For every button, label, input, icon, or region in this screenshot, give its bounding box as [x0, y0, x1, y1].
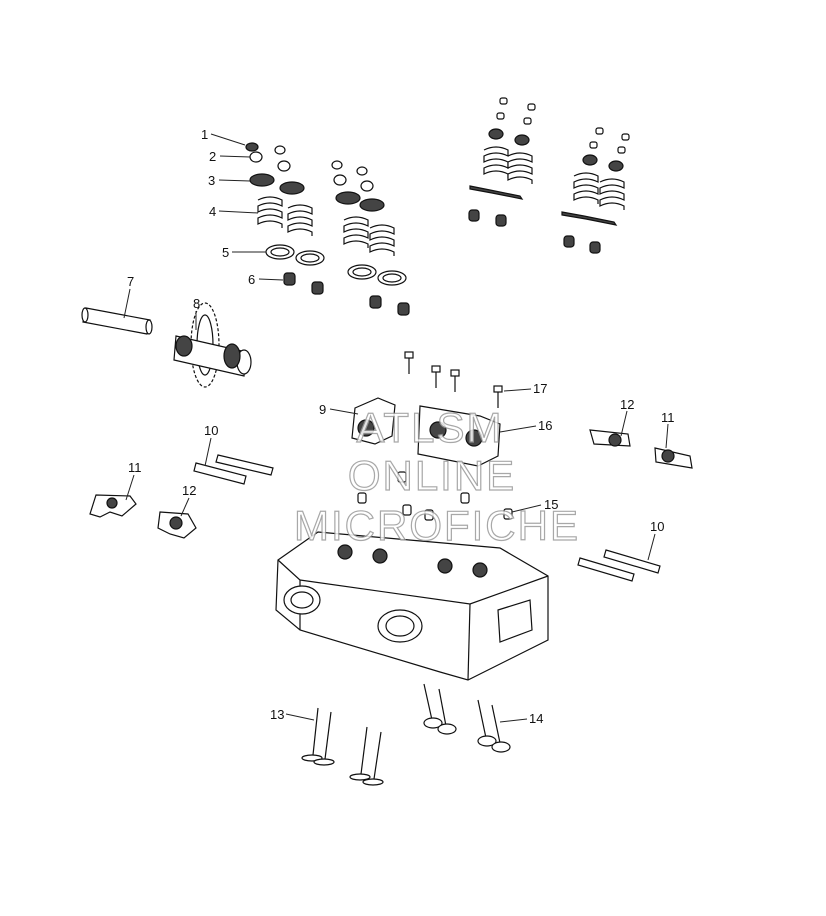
watermark-line-1: ATLSM — [357, 404, 504, 451]
callout-11-left: 11 — [128, 460, 142, 475]
rocker-arm-12-left — [157, 511, 197, 539]
cam-holder-left — [351, 397, 396, 445]
callout-15: 15 — [544, 497, 558, 512]
rocker-shaft-pair-left — [193, 454, 274, 485]
callout-9: 9 — [319, 402, 326, 417]
callout-13: 13 — [270, 707, 284, 722]
callout-3: 3 — [208, 173, 215, 188]
valve-keeper-group-left — [245, 142, 374, 192]
rocker-arm-11-left — [89, 494, 137, 518]
spring-seat-group-right — [469, 185, 618, 226]
cylinder-head — [275, 531, 549, 681]
valve-pair-14-right — [477, 699, 511, 753]
bolt-group — [404, 351, 503, 408]
valve-pair-13-left — [301, 707, 335, 766]
callout-7: 7 — [127, 274, 134, 289]
callout-5: 5 — [222, 245, 229, 260]
callout-labels: 1 2 3 4 5 6 7 8 9 10 11 12 13 14 15 16 1… — [127, 127, 675, 726]
callout-12-left: 12 — [182, 483, 196, 498]
watermark: ATLSM ONLINE MICROFICHE — [293, 403, 580, 549]
callout-17: 17 — [533, 381, 547, 396]
spring-retainer-group-right — [488, 128, 624, 172]
rocker-arm-11-right — [654, 447, 693, 469]
valve-pair-13-right — [349, 726, 384, 786]
callout-10-left: 10 — [204, 423, 218, 438]
dowel-pin-group — [357, 471, 513, 521]
rocker-shaft-long — [81, 307, 153, 335]
watermark-line-2: ONLINE — [348, 452, 516, 499]
callout-14: 14 — [529, 711, 543, 726]
valve-keeper-group-right — [496, 97, 630, 154]
callout-2: 2 — [209, 149, 216, 164]
callout-leaders — [123, 133, 669, 723]
callout-11-right: 11 — [661, 410, 675, 425]
watermark-line-3: MICROFICHE — [294, 502, 580, 549]
rocker-arm-12-right — [589, 429, 631, 447]
cam-holder-right — [417, 405, 501, 467]
valve-spring-group-right — [483, 146, 625, 210]
valve-pair-14-left — [423, 683, 457, 735]
valve-seal-group-right — [468, 209, 601, 254]
valve-spring-group-left — [257, 196, 395, 256]
callout-8: 8 — [193, 296, 200, 311]
callout-10-right: 10 — [650, 519, 664, 534]
spring-retainer-group-left — [249, 173, 385, 212]
spring-seat-group-left — [265, 244, 407, 286]
callout-16: 16 — [538, 418, 552, 433]
callout-12-right: 12 — [620, 397, 634, 412]
rocker-shaft-pair-right — [577, 549, 661, 582]
valve-seal-group-left — [283, 272, 410, 316]
callout-1: 1 — [201, 127, 208, 142]
camshaft-sprocket — [173, 302, 252, 388]
callout-4: 4 — [209, 204, 216, 219]
callout-6: 6 — [248, 272, 255, 287]
